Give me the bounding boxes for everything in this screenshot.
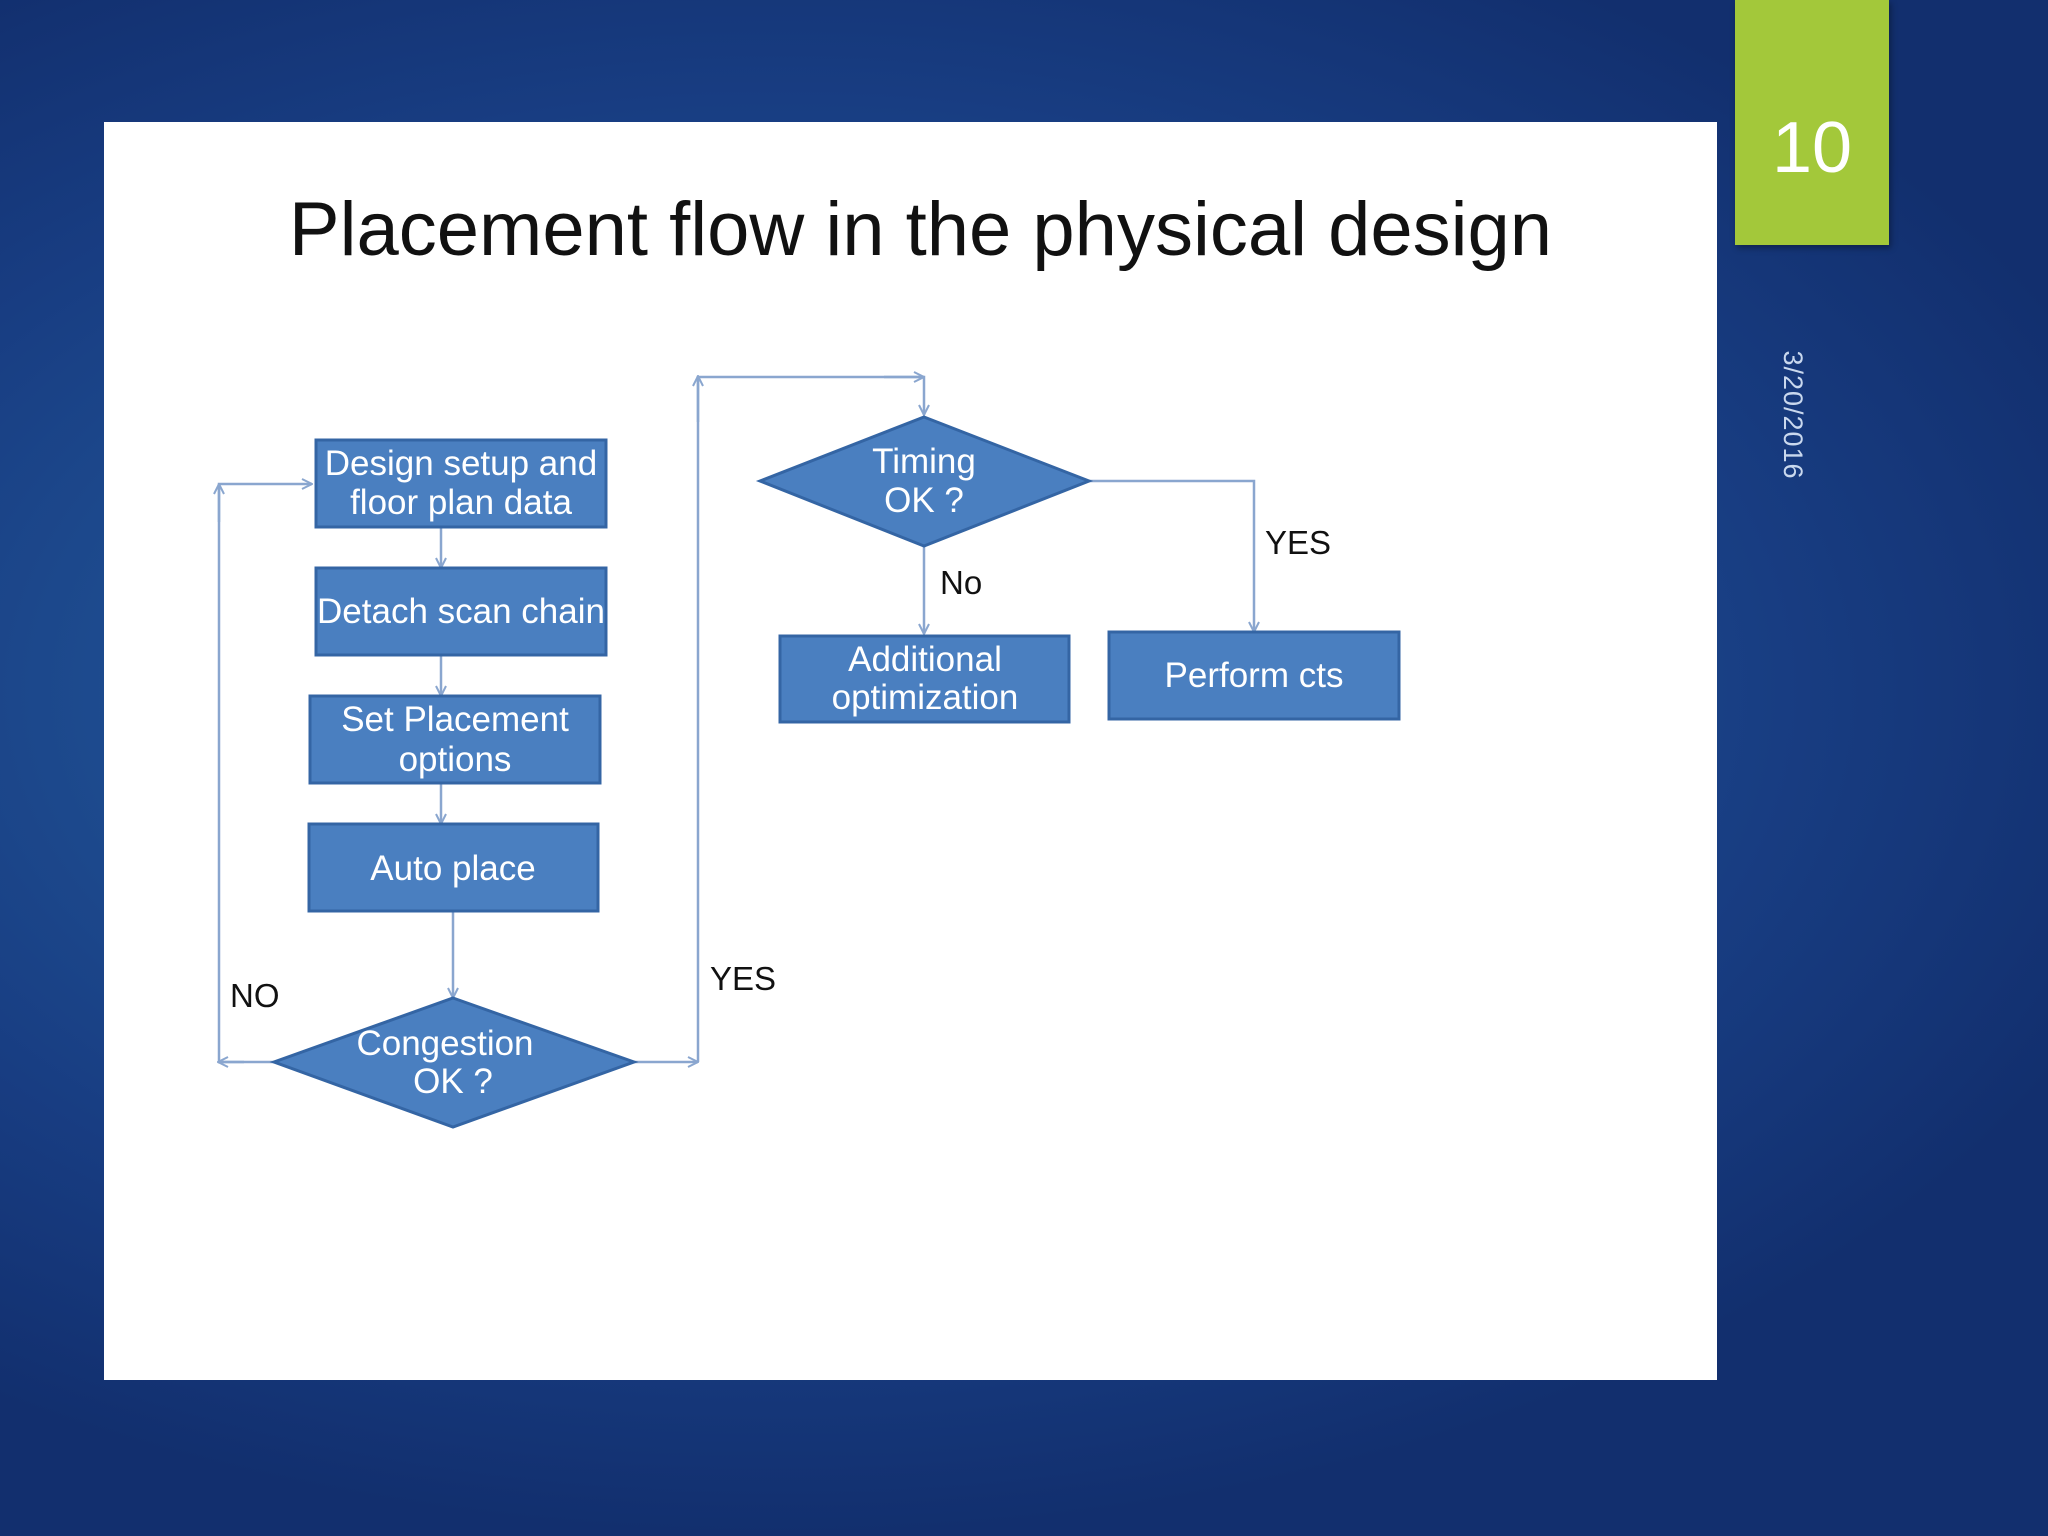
slide-number: 10 bbox=[1771, 108, 1853, 188]
node-detach-scan: Detach scan chain bbox=[314, 566, 608, 657]
node-detach-scan-line1: Detach scan chain bbox=[317, 592, 605, 631]
edge-timing-yes bbox=[1089, 479, 1254, 632]
node-design-setup: Design setup and floor plan data bbox=[314, 438, 608, 529]
node-design-setup-line1: Design setup and bbox=[325, 444, 597, 483]
edge-congestion-no-loop bbox=[217, 484, 312, 1064]
edge-label-congestion-yes: YES bbox=[710, 960, 776, 997]
edge-label-timing-yes: YES bbox=[1265, 524, 1331, 561]
edge-label-congestion-no: NO bbox=[230, 977, 280, 1014]
node-congestion-line2: OK ? bbox=[413, 1062, 493, 1101]
node-auto-place: Auto place bbox=[307, 822, 600, 913]
node-timing-decision: Timing OK ? bbox=[755, 415, 1094, 548]
node-set-placement: Set Placement options bbox=[308, 694, 602, 785]
node-additional-optimization: Additional optimization bbox=[778, 634, 1071, 724]
flowchart-diagram: Design setup and floor plan data Detach … bbox=[104, 122, 1401, 1129]
node-additional-opt-line2: optimization bbox=[832, 678, 1019, 717]
node-timing-line1: Timing bbox=[872, 442, 976, 481]
node-perform-cts: Perform cts bbox=[1107, 630, 1401, 721]
slide-date: 3/20/2016 bbox=[1778, 350, 1808, 480]
connectors bbox=[218, 376, 1254, 1062]
node-set-placement-line1: Set Placement bbox=[341, 700, 569, 739]
flowchart-title: Placement flow in the physical design bbox=[288, 187, 1553, 272]
node-set-placement-line2: options bbox=[399, 740, 512, 779]
node-perform-cts-line1: Perform cts bbox=[1165, 656, 1344, 695]
edge-yes-up-to-timing bbox=[696, 375, 924, 1062]
node-additional-opt-line1: Additional bbox=[848, 640, 1002, 679]
flowchart-panel: Placement flow in the physical design bbox=[104, 122, 1717, 1380]
node-auto-place-line1: Auto place bbox=[370, 849, 535, 888]
edge-label-timing-no: No bbox=[940, 564, 982, 601]
node-congestion-line1: Congestion bbox=[356, 1024, 533, 1063]
node-congestion-decision: Congestion OK ? bbox=[269, 996, 639, 1129]
slide-number-box: 10 bbox=[1735, 0, 1889, 245]
node-design-setup-line2: floor plan data bbox=[350, 483, 572, 522]
node-timing-line2: OK ? bbox=[884, 481, 964, 520]
